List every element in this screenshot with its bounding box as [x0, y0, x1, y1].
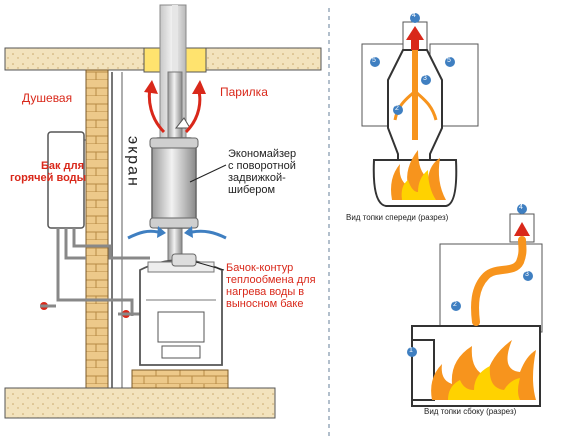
- marker-5-front-left: 5: [372, 57, 376, 64]
- label-steam-room: Парилка: [220, 85, 268, 99]
- marker-4-side: 4: [519, 204, 523, 211]
- label-hot-water-tank: Бак для горячей воды: [10, 160, 87, 185]
- marker-5-front-right: 5: [447, 57, 451, 64]
- economizer-body: [151, 137, 197, 229]
- label-screen: экран: [124, 136, 142, 188]
- marker-4-front: 4: [412, 12, 416, 19]
- brick-wall: [85, 69, 109, 389]
- firebox-door: [157, 311, 205, 343]
- label-tank-circuit: Бачок-контур теплообмена для нагрева вод…: [226, 262, 316, 311]
- marker-1-side: 1: [409, 347, 413, 354]
- marker-2-side: 2: [453, 301, 457, 308]
- front-view-diagram: [361, 21, 479, 207]
- side-view-diagram: [411, 213, 543, 407]
- marker-3-side: 3: [525, 271, 529, 278]
- front-markers: [370, 13, 455, 115]
- marker-3-front: 3: [423, 75, 427, 82]
- floor-slab: [4, 387, 276, 419]
- side-markers: [407, 204, 533, 357]
- label-front-view: Вид топки спереди (разрез): [346, 213, 449, 222]
- cold-air-arrows: [127, 229, 227, 240]
- marker-2-front: 2: [395, 105, 399, 112]
- label-economizer: Экономайзер с поворотной задвижкой- шибе…: [228, 148, 297, 197]
- label-shower: Душевая: [22, 91, 73, 105]
- stove-brick-base: [131, 369, 229, 389]
- label-side-view: Вид топки сбоку (разрез): [424, 407, 517, 416]
- ash-door: [161, 345, 201, 359]
